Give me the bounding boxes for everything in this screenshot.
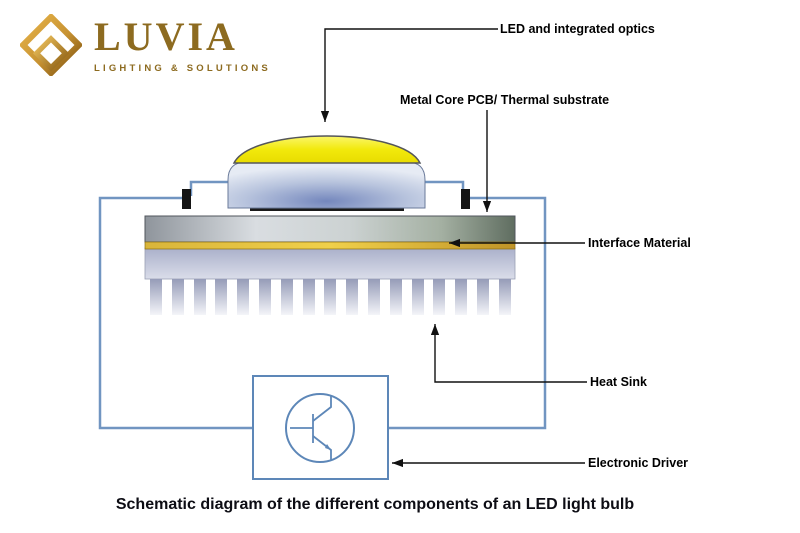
- terminal-left: [182, 189, 191, 209]
- metal-core-pcb: [144, 215, 516, 243]
- transistor-symbol-icon: [290, 396, 332, 461]
- heat-sink: [144, 247, 516, 315]
- label-heat-sink: Heat Sink: [590, 375, 647, 389]
- interface-material-strip: [144, 241, 516, 250]
- label-led-optics: LED and integrated optics: [500, 22, 655, 36]
- diagram-caption: Schematic diagram of the different compo…: [115, 496, 635, 513]
- arrow-heat-sink: [430, 324, 587, 383]
- luvia-logo: LUVIA LIGHTING & SOLUTIONS: [20, 14, 271, 76]
- arrow-led-optics: [320, 28, 498, 122]
- led-dome: [232, 135, 422, 164]
- logo-tagline: LIGHTING & SOLUTIONS: [94, 62, 271, 74]
- logo-name: LUVIA: [94, 13, 238, 59]
- label-electronic-driver: Electronic Driver: [588, 456, 689, 470]
- label-interface-material: Interface Material: [588, 236, 691, 250]
- logo-text: LUVIA LIGHTING & SOLUTIONS: [94, 13, 271, 74]
- annotation-arrows: [320, 28, 587, 468]
- electronic-driver: [252, 375, 389, 480]
- led-lens: [227, 161, 426, 209]
- label-pcb: Metal Core PCB/ Thermal substrate: [400, 93, 610, 107]
- terminal-right: [461, 189, 470, 209]
- heat-sink-fins: [150, 279, 511, 315]
- logo-diamond-icon: [20, 14, 82, 76]
